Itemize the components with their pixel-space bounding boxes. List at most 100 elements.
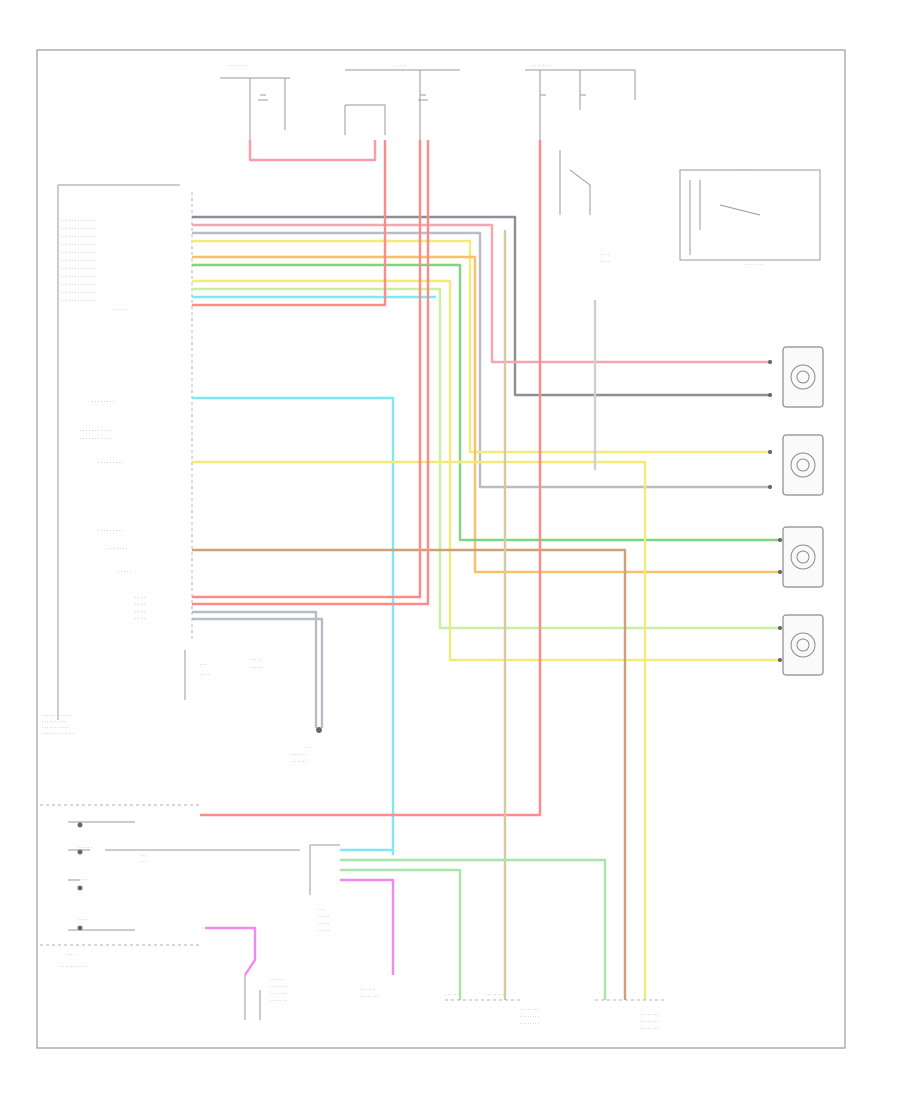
wire-pink-lr-speed: [192, 223, 770, 364]
svg-text:. . . . . .: . . . . . .: [78, 844, 92, 849]
wire-magenta-brake: [205, 926, 257, 976]
svg-text:. . . . . . .: . . . . . . .: [270, 983, 287, 988]
svg-text:. . . . .: . . . . .: [318, 920, 329, 925]
svg-text:. . . .: . . . .: [66, 951, 75, 956]
bottom-connectors: . . . . . . . . . . . . . . . . . . . . …: [205, 844, 665, 1030]
diagram-border: [36, 49, 846, 1049]
svg-text:. . . .: . . . .: [78, 916, 87, 921]
svg-text:. . . . . . . .: . . . . . . . .: [360, 993, 379, 998]
svg-text:. . .: . . .: [318, 906, 324, 911]
svg-text:. . . . . . . . . . .: . . . . . . . . . . .: [80, 428, 111, 433]
svg-text:. . . . . . . .: . . . . . . . .: [640, 1011, 659, 1016]
wire-yellow-rr-speed: [192, 239, 770, 454]
svg-text:. . . . .: . . . . .: [118, 569, 131, 574]
svg-text:. . . . .: . . . . .: [250, 656, 261, 661]
svg-text:. . . . . . .: . . . . . . .: [290, 751, 307, 756]
svg-text:. . . .: . . . .: [135, 616, 145, 621]
left-front-wheel-speed-sensor: [778, 614, 824, 676]
svg-text:. . . . . . .: . . . . . . .: [270, 990, 287, 995]
svg-text:. . . . . . . . .: . . . . . . . . .: [530, 62, 552, 67]
wire-cyan-serial: [192, 396, 395, 855]
svg-text:. . . . . . . .: . . . . . . . .: [485, 991, 504, 996]
svg-text:. . . . . . . . . . . . .: . . . . . . . . . . . . .: [60, 274, 97, 279]
svg-text:. . . . . . . . .: . . . . . . . . .: [98, 460, 123, 465]
wire-red-main: [200, 140, 542, 817]
svg-text:. . . .: . . . .: [600, 258, 609, 263]
wire-magenta-out: [340, 878, 395, 975]
svg-text:. . . . . . . . . . . . .: . . . . . . . . . . . . .: [60, 266, 97, 271]
svg-text:. . . . . . .: . . . . . . .: [290, 758, 307, 763]
svg-text:. . . .: . . . .: [135, 595, 145, 600]
svg-text:. . . . . . . . . . . .: . . . . . . . . . . . .: [58, 963, 87, 968]
wire-lgreen-lf-speed: [192, 287, 780, 630]
svg-text:. . . . . . . . . . .: . . . . . . . . . . .: [42, 724, 69, 729]
wire-red-battery-2: [192, 140, 430, 606]
wire-brown-decel: [192, 548, 627, 1000]
svg-text:. . . .: . . . .: [115, 307, 125, 312]
wire-green-rf-speed: [192, 263, 780, 542]
svg-text:. . . . . . . . . .: . . . . . . . . . .: [42, 718, 66, 723]
svg-text:. . . . . .: . . . . . .: [270, 976, 284, 981]
wire-pink-fuse: [248, 140, 377, 162]
wire-yellow-lf-speed: [192, 279, 780, 662]
svg-text:. . . .: . . . .: [78, 876, 87, 881]
svg-text:. . . . . . . .: . . . . . . . .: [640, 1018, 659, 1023]
svg-text:. . . . . . . . . . .: . . . . . . . . . . .: [80, 436, 111, 441]
ground-symbol: . . . . . . . . . . . . . . . . .: [290, 727, 322, 763]
svg-text:. . . . .: . . . . .: [318, 913, 329, 918]
svg-text:. . . . . . . . . . . .: . . . . . . . . . . . .: [42, 712, 71, 717]
right-front-wheel-speed-sensor: [778, 526, 824, 588]
svg-text:. . . . .: . . . . .: [318, 927, 329, 932]
wire-gray-ground-2: [192, 617, 324, 728]
svg-text:. . . . . . . .: . . . . . . . .: [520, 1020, 539, 1025]
svg-text:. . . . . . . . . . . . .: . . . . . . . . . . . . .: [60, 298, 97, 303]
svg-text:. . . . . . .: . . . . . . .: [270, 997, 287, 1002]
svg-text:. . . . . . . . . . . . .: . . . . . . . . . . . . .: [60, 258, 97, 263]
wire-green-out: [340, 868, 462, 1000]
svg-text:. . . . . . . . .: . . . . . . . . .: [98, 528, 123, 533]
left-rear-wheel-speed-sensor: [768, 346, 824, 408]
svg-text:. . . . . . . .: . . . . . . . .: [228, 62, 247, 67]
svg-text:. . . .: . . . .: [600, 251, 609, 256]
wire-orange-rf-speed: [192, 255, 780, 574]
ebcm-wires: [192, 140, 780, 1000]
power-supply-section: . . . . . . . . . . . . . . . . . . . . …: [220, 62, 636, 140]
wire-red-battery-1: [192, 140, 422, 599]
svg-text:. . . . . . . . . . . . .: . . . . . . . . . . . . .: [42, 730, 74, 735]
svg-text:. . . . . . . . . . . . .: . . . . . . . . . . . . .: [60, 282, 97, 287]
svg-text:. . . . . . . . . . . . .: . . . . . . . . . . . . .: [60, 250, 97, 255]
svg-text:. . . . . . . . . . . . .: . . . . . . . . . . . . .: [60, 242, 97, 247]
abs-relay-box: . . . . . . . . . . . . . . . . . . . . …: [559, 150, 821, 266]
svg-text:. . .: . . .: [305, 744, 311, 749]
wire-gray-ground-1: [192, 610, 318, 728]
svg-text:. . . . . . .: . . . . . . .: [108, 546, 127, 551]
svg-text:. . . .: . . . .: [200, 671, 209, 676]
svg-text:. . . . . .: . . . . . .: [445, 991, 459, 996]
wheel-speed-sensors: [768, 346, 824, 676]
svg-text:. . . . . . . .: . . . . . . . .: [520, 1013, 539, 1018]
instrument-cluster: . . . . . . . . . . . . . . . . . . . . …: [40, 804, 300, 968]
svg-text:. . . .: . . . .: [135, 609, 145, 614]
svg-text:. . .: . . .: [200, 661, 206, 666]
ebcm-pin-labels: . . . . . . . . . . . . . . . . . . . . …: [60, 218, 145, 621]
svg-text:. . . . . . . .: . . . . . . . .: [745, 261, 764, 266]
right-rear-wheel-speed-sensor: [768, 434, 824, 496]
svg-text:. . . . .: . . . . .: [395, 62, 406, 67]
svg-text:. . . . . . . . . . . . .: . . . . . . . . . . . . .: [60, 218, 97, 223]
svg-text:. . . . . . . . . . . . .: . . . . . . . . . . . . .: [60, 290, 97, 295]
wire-gray-rr-speed: [192, 231, 770, 489]
svg-text:. . . . . . . . . . . . .: . . . . . . . . . . . . .: [60, 226, 97, 231]
svg-text:. . . .: . . . .: [135, 602, 145, 607]
wire-gray-lr-speed: [192, 215, 770, 397]
svg-text:. . . . . . .: . . . . . . .: [735, 166, 752, 171]
svg-text:. . . . . .: . . . . . .: [360, 986, 374, 991]
wire-red-ignition: [192, 140, 387, 307]
svg-text:. . . . . . . .: . . . . . . . .: [92, 399, 114, 404]
wire-yellow-ground: [192, 460, 647, 1000]
svg-text:. . . . . . . .: . . . . . . . .: [520, 1006, 539, 1011]
svg-text:. . . . . .: . . . . . .: [250, 664, 264, 669]
svg-text:. . .: . . .: [140, 858, 146, 863]
ebcm-module: . . . . . . . . . . . . . . . . . . . . …: [42, 184, 264, 735]
